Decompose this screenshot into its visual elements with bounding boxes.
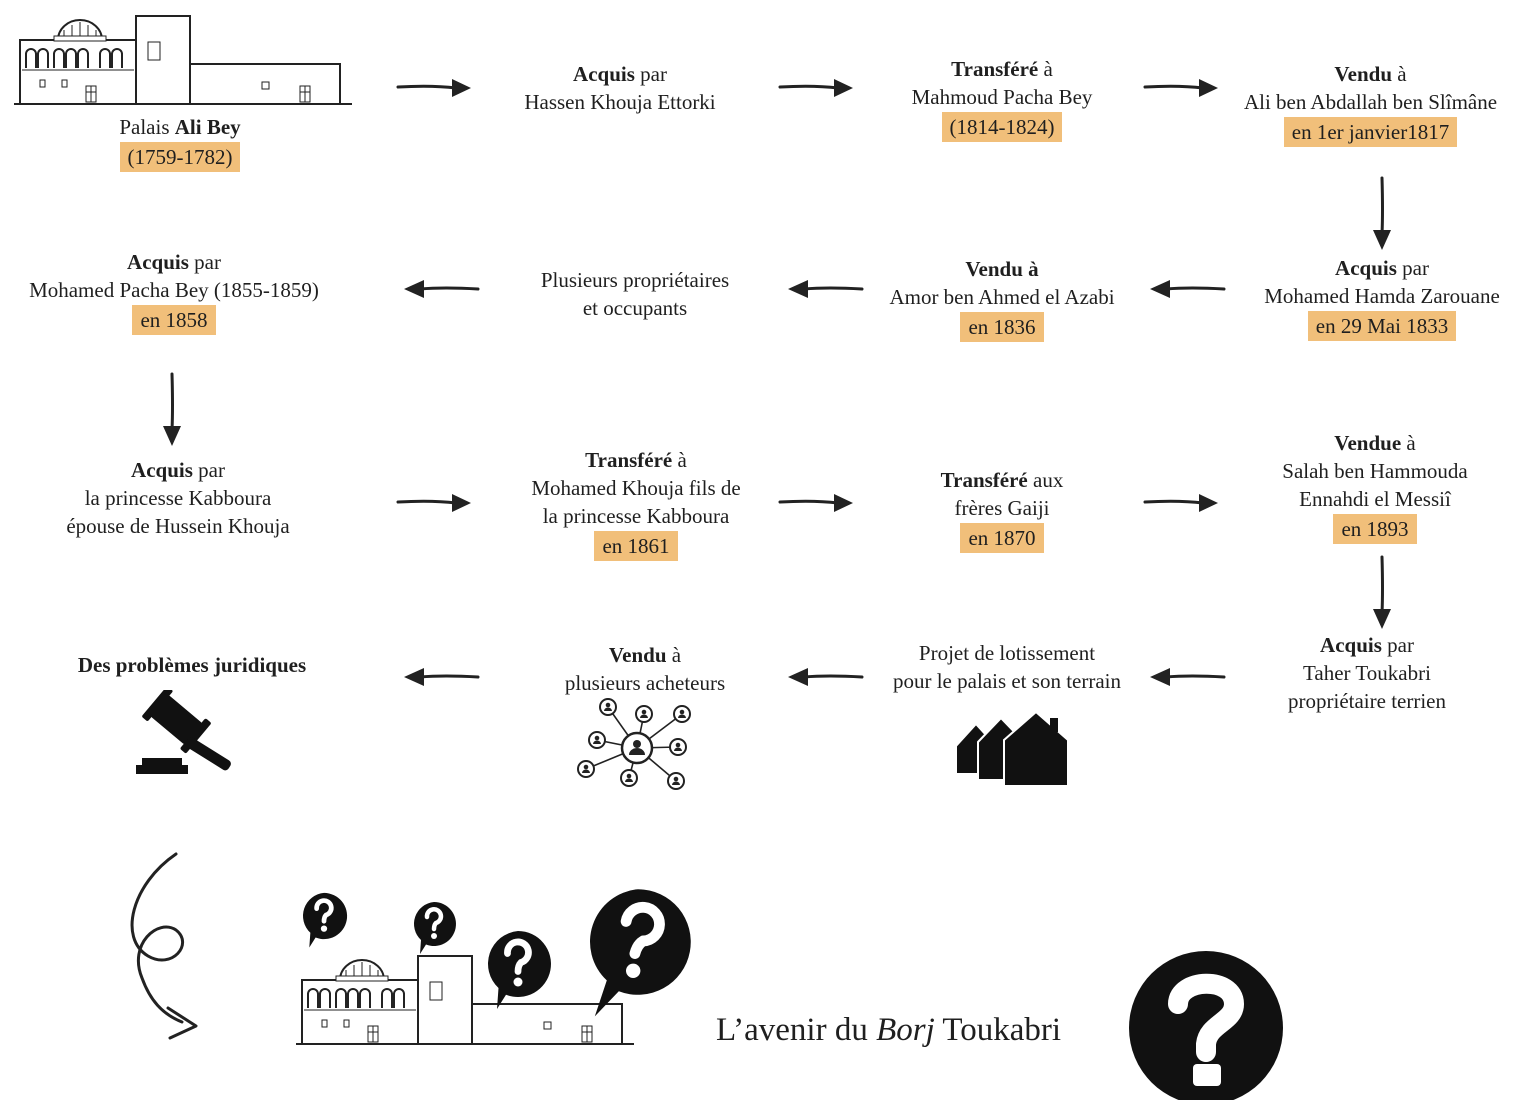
prep: par	[188, 250, 221, 274]
verb: Vendu	[608, 643, 667, 667]
owner-line3: épouse de Hussein Khouja	[66, 514, 290, 538]
arrow-down-icon	[1373, 555, 1391, 629]
prep: par	[634, 62, 667, 86]
node-salah-ben-hammouda: Vendue à Salah ben Hammouda Ennahdi el M…	[1240, 429, 1510, 544]
line1: Projet de lotissement	[918, 641, 1096, 665]
date-badge: en 29 Mai 1833	[1307, 311, 1457, 341]
gavel-icon	[136, 690, 231, 774]
prep: par	[1381, 633, 1414, 657]
date-badge: en 1861	[594, 531, 678, 561]
arrow-left-icon	[404, 280, 480, 298]
arrow-right-icon	[396, 494, 471, 512]
owner: Amor ben Ahmed el Azabi	[889, 285, 1115, 309]
question-circle-icon	[1129, 951, 1283, 1100]
date-badge: en 1858	[132, 305, 216, 335]
node-amor-ben-ahmed: Vendu à Amor ben Ahmed el Azabi en 1836	[862, 255, 1142, 342]
caption-post: Toukabri	[934, 1012, 1062, 1048]
owner: Mohamed Pacha Bey (1855-1859)	[29, 278, 319, 302]
line2: pour le palais et son terrain	[892, 669, 1121, 693]
prep: à	[672, 448, 687, 472]
owner-line3: la princesse Kabboura	[542, 504, 730, 528]
owner: Ali ben Abdallah ben Slîmâne	[1243, 90, 1498, 114]
owner: Taher Toukabri	[1303, 661, 1431, 685]
palais-date: (1759-1782)	[119, 142, 241, 172]
date-badge: en 1836	[960, 312, 1044, 342]
arrow-right-icon	[778, 494, 853, 512]
line2: et occupants	[582, 296, 688, 320]
node-plusieurs-acheteurs: Vendu à plusieurs acheteurs	[515, 641, 775, 697]
arrow-left-icon	[788, 668, 864, 686]
date-badge: en 1893	[1333, 514, 1417, 544]
node-plusieurs-proprietaires: Plusieurs propriétaires et occupants	[495, 266, 775, 322]
owner: Mohamed Hamda Zarouane	[1264, 284, 1500, 308]
verb: Transféré	[585, 448, 673, 472]
verb: Vendu à	[965, 257, 1039, 281]
node-problemes-juridiques: Des problèmes juridiques	[42, 651, 342, 679]
arrow-left-icon	[1150, 668, 1226, 686]
prep: par	[1396, 256, 1429, 280]
verb: Transféré	[940, 468, 1028, 492]
verb: Vendue	[1334, 431, 1402, 455]
arrow-right-icon	[396, 79, 471, 97]
prep: aux	[1027, 468, 1064, 492]
date-badge: en 1er janvier1817	[1283, 117, 1458, 147]
date-badge: en 1870	[960, 523, 1044, 553]
arrow-left-icon	[1150, 280, 1226, 298]
palace-question-icon	[295, 889, 691, 1045]
arrow-right-icon	[1143, 494, 1218, 512]
caption-pre: L’avenir du	[716, 1012, 877, 1048]
node-ali-ben-abdallah: Vendu à Ali ben Abdallah ben Slîmâne en …	[1218, 60, 1523, 147]
palais-name: Ali Bey	[174, 115, 241, 139]
node-taher-toukabri: Acquis par Taher Toukabri propriétaire t…	[1240, 631, 1494, 715]
owner: Salah ben Hammouda	[1282, 459, 1468, 483]
node-projet-lotissement: Projet de lotissement pour le palais et …	[862, 639, 1152, 695]
arrow-left-icon	[788, 280, 864, 298]
node-mohamed-hamda: Acquis par Mohamed Hamda Zarouane en 29 …	[1232, 254, 1523, 341]
arrow-down-icon	[1373, 176, 1391, 250]
node-palais-ali-bey: Palais Ali Bey (1759-1782)	[60, 113, 300, 172]
prep: à	[666, 643, 682, 667]
caption-italic: Borj	[876, 1012, 935, 1048]
node-mahmoud-pacha: Transféré à Mahmoud Pacha Bey (1814-1824…	[862, 55, 1142, 142]
prep: à	[1038, 57, 1053, 81]
palace-icon	[13, 15, 353, 105]
date-badge: (1814-1824)	[941, 112, 1063, 142]
houses-icon	[955, 710, 1069, 787]
future-caption: L’avenir du Borj Toukabri	[716, 1010, 1061, 1050]
node-princesse-kabboura: Acquis par la princesse Kabboura épouse …	[28, 456, 328, 540]
verb: Acquis	[1335, 256, 1397, 280]
verb: Acquis	[573, 62, 635, 86]
arrow-down-icon	[163, 372, 181, 446]
arrow-left-icon	[404, 668, 480, 686]
owner: Hassen Khouja Ettorki	[524, 90, 716, 114]
prep: par	[192, 458, 225, 482]
node-mohamed-khouja: Transféré à Mohamed Khouja fils de la pr…	[496, 446, 776, 561]
verb: Vendu	[1334, 62, 1393, 86]
owner: plusieurs acheteurs	[564, 671, 726, 695]
verb: Des problèmes juridiques	[77, 653, 307, 677]
prep: à	[1401, 431, 1416, 455]
palais-label: Palais	[119, 115, 175, 139]
verb: Transféré	[951, 57, 1039, 81]
node-mohamed-pacha: Acquis par Mohamed Pacha Bey (1855-1859)…	[4, 248, 344, 335]
owner-line3: Ennahdi el Messiî	[1299, 487, 1451, 511]
node-freres-gaiji: Transféré aux frères Gaiji en 1870	[900, 466, 1104, 553]
owner: la princesse Kabboura	[84, 486, 272, 510]
owner: frères Gaiji	[954, 496, 1050, 520]
owner: Mohamed Khouja fils de	[531, 476, 741, 500]
curved-arrow-icon	[130, 852, 198, 1040]
verb: Acquis	[131, 458, 193, 482]
line1: Plusieurs propriétaires	[540, 268, 730, 292]
verb: Acquis	[1320, 633, 1382, 657]
owner-line3: propriétaire terrien	[1288, 689, 1446, 713]
network-icon	[577, 698, 691, 790]
arrow-right-icon	[1143, 79, 1218, 97]
verb: Acquis	[127, 250, 189, 274]
owner: Mahmoud Pacha Bey	[911, 85, 1093, 109]
arrow-right-icon	[778, 79, 853, 97]
node-hassen-khouja: Acquis par Hassen Khouja Ettorki	[480, 60, 760, 116]
prep: à	[1392, 62, 1407, 86]
